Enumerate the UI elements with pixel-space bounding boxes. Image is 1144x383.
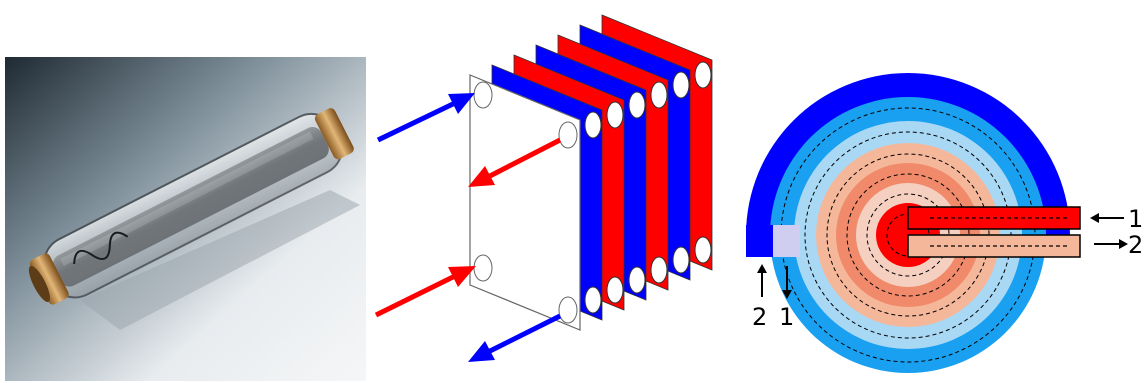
- label-bottom-up: 2: [752, 303, 767, 331]
- plate-port: [672, 71, 690, 99]
- tube-body: [28, 108, 354, 305]
- spiral-exchanger-diagram: 1 2 2 1: [746, 73, 1143, 373]
- bottom-down-arrow: [782, 266, 792, 299]
- front-plate: [469, 74, 581, 331]
- label-right-in: 1: [1128, 205, 1143, 233]
- tube-shadow: [80, 190, 360, 330]
- plate-port: [628, 91, 646, 119]
- plate-port: [606, 276, 624, 304]
- cold-in-arrow: [376, 93, 475, 143]
- port-top-right: [558, 121, 578, 149]
- plate-port: [694, 236, 712, 264]
- plate-port: [584, 286, 602, 314]
- plate-port: [584, 111, 602, 139]
- right-out-arrow: [1094, 239, 1128, 249]
- right-in-arrow: [1090, 213, 1124, 223]
- port-bottom-left: [473, 254, 493, 282]
- brass-cap-right: [314, 108, 354, 160]
- port-top-left: [473, 81, 493, 109]
- plate-port: [650, 81, 668, 109]
- plate-port: [672, 246, 690, 274]
- label-right-out: 2: [1128, 231, 1143, 259]
- cold-leg: [746, 225, 773, 257]
- brass-cap-left: [29, 253, 69, 305]
- bottom-up-arrow: [757, 264, 767, 297]
- cold-out-arrow: [468, 313, 562, 362]
- port-bottom-right: [558, 296, 578, 324]
- hot-in-arrow: [374, 266, 476, 318]
- plate-exchanger-diagram: [374, 14, 713, 362]
- neutral-leg: [773, 225, 800, 257]
- plate-port: [606, 101, 624, 129]
- hot-out-arrow: [468, 137, 562, 187]
- plate-port: [650, 256, 668, 284]
- plate-port: [694, 61, 712, 89]
- label-bottom-down: 1: [779, 303, 794, 331]
- plate-port: [628, 266, 646, 294]
- tube-exchanger-photo: [5, 57, 366, 381]
